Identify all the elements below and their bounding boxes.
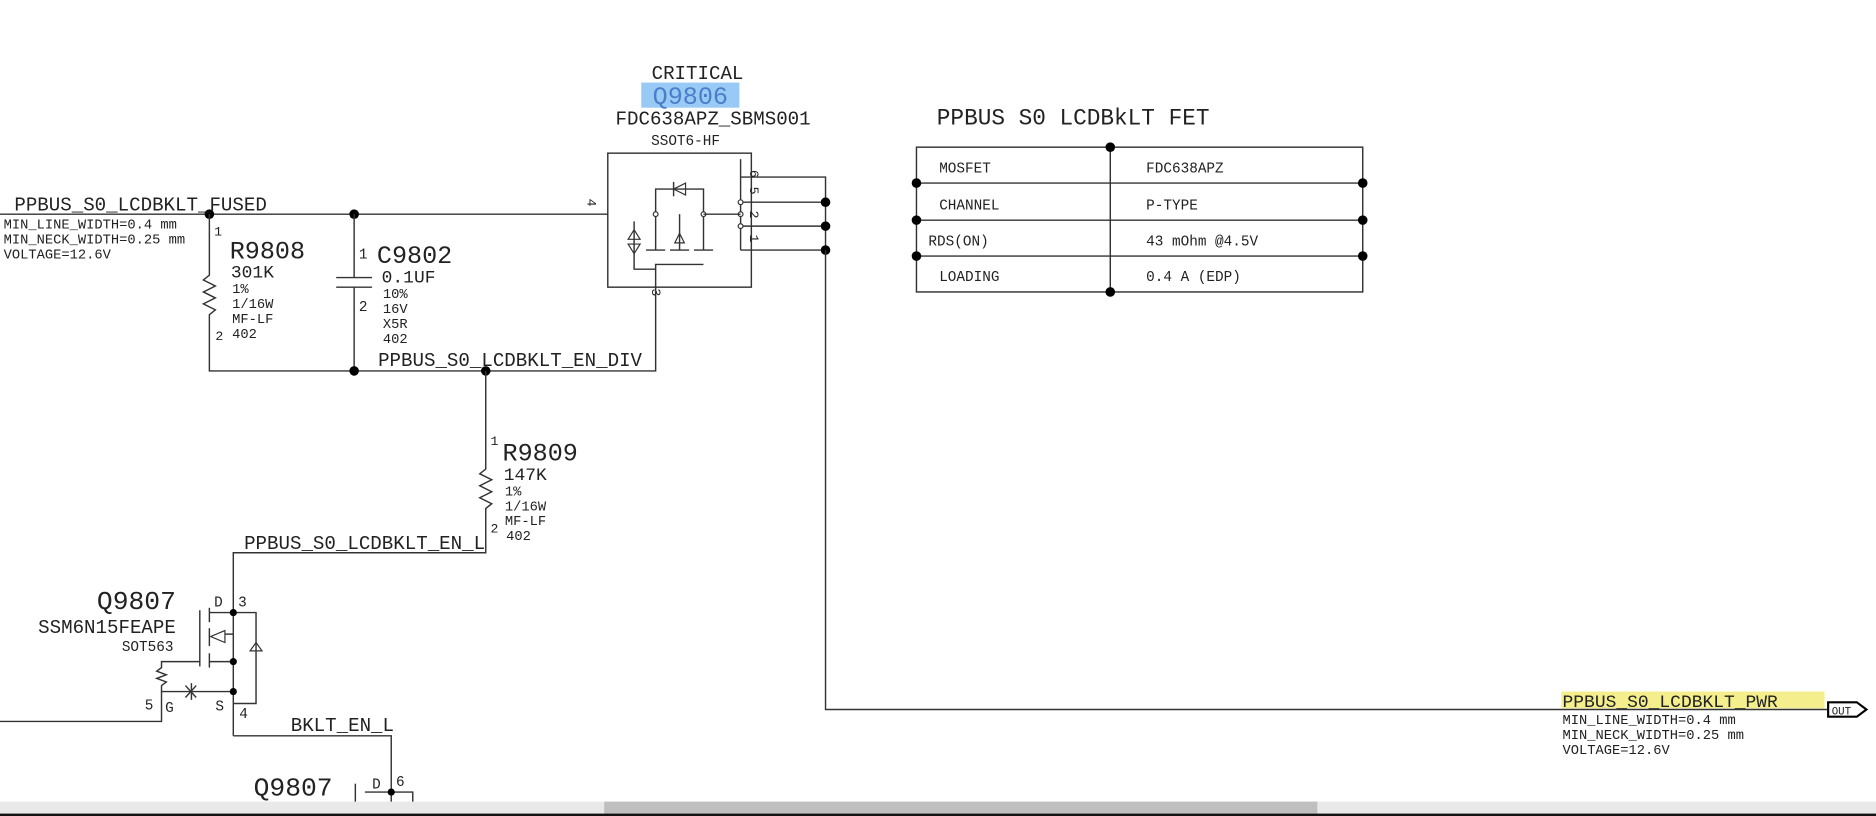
r9808-pin2: 2	[215, 329, 223, 344]
c9802-pin1: 1	[359, 247, 368, 263]
c9802-symbol[interactable]	[336, 214, 373, 371]
scrollbar-thumb[interactable]	[604, 801, 1318, 814]
net-pwr-attr: MIN_LINE_WIDTH=0.4 mm	[1563, 714, 1736, 729]
net-en-l-label[interactable]: PPBUS_S0_LCDBKLT_EN_L	[244, 533, 485, 555]
r9808-refdes: R9808	[230, 237, 305, 266]
c9802-dielectric: X5R	[383, 318, 408, 333]
critical-label: CRITICAL	[652, 63, 744, 85]
net-pwr-wire[interactable]	[824, 250, 1831, 711]
net-pwr-attr: VOLTAGE=12.6V	[1563, 744, 1671, 759]
q9807a-d-label: D	[214, 596, 223, 612]
r9809-size: 402	[506, 530, 531, 545]
table-cell-label: CHANNEL	[939, 198, 999, 214]
q9806-pin-5: 5	[746, 187, 761, 195]
net-fused-attr: MIN_LINE_WIDTH=0.4 mm	[4, 219, 177, 234]
fet-table	[911, 142, 1368, 297]
q9806-symbol[interactable]	[607, 152, 831, 288]
r9809-type: MF-LF	[505, 515, 546, 530]
q9807a-pin-s: 4	[239, 707, 248, 723]
window-bottom-border	[0, 813, 1876, 816]
q9807a-g-label: G	[165, 701, 174, 717]
q9807a-pin-d: 3	[238, 596, 247, 612]
net-fused-attr: VOLTAGE=12.6V	[4, 248, 112, 263]
table-cell-label: RDS(ON)	[928, 234, 988, 250]
q9807b-d-label: D	[372, 777, 381, 793]
out-port-label: OUT	[1832, 706, 1852, 718]
r9808-value: 301K	[231, 264, 274, 284]
q9807a-symbol[interactable]	[0, 607, 392, 805]
q9807a-pin-g: 5	[145, 699, 154, 715]
net-en-div-wire[interactable]	[354, 287, 657, 372]
net-highlight	[1561, 691, 1825, 709]
q9806-pin-2: 2	[746, 211, 761, 219]
net-fused-label[interactable]: PPBUS_S0_LCDBKLT_FUSED	[14, 195, 267, 217]
table-cell-value: P-TYPE	[1146, 198, 1198, 214]
q9806-refdes[interactable]: Q9806	[653, 83, 728, 112]
r9809-value: 147K	[504, 466, 547, 486]
table-cell-label: LOADING	[939, 270, 999, 286]
net-pwr-label[interactable]: PPBUS_S0_LCDBKLT_PWR	[1563, 693, 1779, 713]
q9806-pin-1: 1	[746, 235, 761, 243]
table-title: PPBUS S0 LCDBkLT FET	[937, 105, 1210, 131]
c9802-value: 0.1UF	[382, 268, 436, 288]
r9808-pin1: 1	[214, 225, 222, 240]
c9802-pin2: 2	[359, 300, 368, 316]
r9808-size: 402	[232, 328, 257, 343]
table-cell-value: 0.4 A (EDP)	[1146, 270, 1241, 286]
r9808-symbol[interactable]	[201, 214, 355, 372]
q9807a-refdes: Q9807	[97, 587, 176, 617]
net-bklt-en-l-label[interactable]: BKLT_EN_L	[291, 715, 394, 737]
r9809-pin1: 1	[491, 434, 499, 449]
table-cell-label: MOSFET	[939, 161, 991, 177]
r9809-power: 1/16W	[505, 499, 547, 515]
q9806-part: FDC638APZ_SBMS001	[616, 108, 811, 130]
c9802-tol: 10%	[383, 288, 409, 303]
c9802-voltage: 16V	[383, 303, 409, 318]
out-port[interactable]: OUT	[1827, 701, 1869, 718]
q9806-package: SSOT6-HF	[651, 134, 720, 150]
q9807a-s-label: S	[215, 700, 224, 716]
q9807b-pin-d: 6	[396, 775, 405, 791]
r9809-symbol[interactable]	[232, 370, 494, 613]
q9807a-package: SOT563	[122, 640, 174, 656]
r9808-tol: 1%	[232, 283, 249, 298]
r9809-pin2: 2	[491, 521, 499, 536]
q9806-pin-6: 6	[746, 170, 761, 178]
q9807a-part: SSM6N15FEAPE	[38, 617, 176, 639]
q9807b-refdes: Q9807	[254, 774, 333, 804]
c9802-refdes: C9802	[377, 242, 452, 271]
r9808-power: 1/16W	[232, 297, 274, 313]
net-fused-attr: MIN_NECK_WIDTH=0.25 mm	[4, 233, 186, 248]
selection-highlight	[641, 82, 740, 108]
r9809-tol: 1%	[505, 485, 522, 500]
net-pwr-attr: MIN_NECK_WIDTH=0.25 mm	[1563, 729, 1745, 744]
c9802-size: 402	[383, 333, 408, 348]
net-en-div-label[interactable]: PPBUS_S0_LCDBKLT_EN_DIV	[378, 350, 642, 372]
table-cell-value: 43 mOhm @4.5V	[1146, 234, 1258, 250]
r9809-refdes: R9809	[503, 440, 578, 469]
table-cell-value: FDC638APZ	[1146, 161, 1224, 177]
r9808-type: MF-LF	[232, 313, 273, 328]
q9806-pin-4: 4	[583, 199, 598, 207]
